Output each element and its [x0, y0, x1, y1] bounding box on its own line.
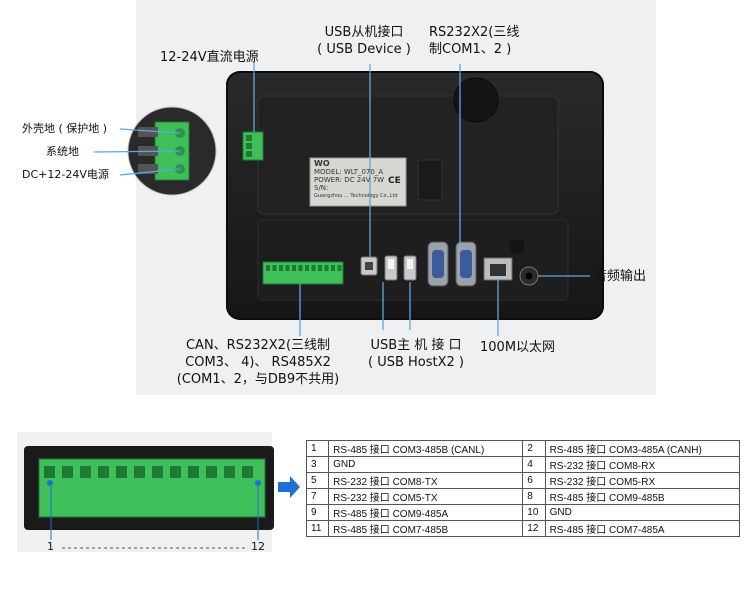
- pin-number: 4: [522, 456, 546, 473]
- pin-description: RS-232 接口 COM5-TX: [328, 488, 524, 505]
- sticker: [309, 157, 407, 207]
- usb-device-label: USB从机接口 ( USB Device ): [304, 24, 424, 58]
- sticker-text: WO MODEL: WLT_070_A POWER: DC 24V 7W S/N…: [314, 160, 398, 200]
- pin-number: 3: [305, 456, 330, 473]
- audio-out-label: 音频输出: [594, 269, 647, 284]
- sticker-brand: WO: [314, 159, 330, 168]
- pin-number: 6: [522, 472, 546, 489]
- pin-description: RS-485 接口 COM9-485A: [328, 504, 524, 521]
- usb-host-label-line2: ( USB HostX2 ): [367, 355, 464, 370]
- pin-number: 10: [522, 504, 546, 521]
- pin-number: 12: [522, 520, 546, 537]
- slot: [510, 240, 524, 254]
- pin-description: RS-485 接口 COM9-485B: [544, 488, 741, 505]
- usb-device-label-line2: ( USB Device ): [317, 42, 411, 57]
- pin-number: 8: [522, 488, 546, 505]
- pin-number: 7: [305, 488, 330, 505]
- pin-number: 5: [305, 472, 330, 489]
- pin-first-label: 1: [47, 540, 54, 553]
- pin-description: GND: [544, 504, 741, 521]
- can-label-line3: (COM1、2，与DB9不共用): [176, 372, 340, 387]
- pin-number: 11: [305, 520, 330, 537]
- pin-last-label: 12: [251, 540, 265, 553]
- slot: [417, 159, 443, 201]
- pin-description: RS-232 接口 COM5-RX: [544, 472, 741, 489]
- usb-device-label-line1: USB从机接口: [324, 25, 404, 40]
- pin-number: 9: [305, 504, 330, 521]
- shell-ground-label: 外壳地 ( 保护地 ): [22, 122, 108, 135]
- pin-description: RS-485 接口 COM7-485B: [328, 520, 524, 537]
- system-ground-label: 系统地: [46, 145, 79, 158]
- pin-description: RS-485 接口 COM3-485B (CANL): [328, 440, 524, 457]
- sticker-line: S/N:: [314, 184, 329, 192]
- recess-panel: [257, 95, 559, 215]
- rs232-top-label: RS232X2(三线 制COM1、2 ): [429, 24, 519, 58]
- arrow-icon: [278, 476, 300, 498]
- ethernet-label: 100M以太网: [480, 340, 556, 355]
- pin-description: RS-232 接口 COM8-RX: [544, 456, 741, 473]
- dc-power-label: DC+12-24V电源: [22, 168, 109, 181]
- sticker-line: MODEL: WLT_070_A: [314, 168, 384, 176]
- rs232-top-label-line2: 制COM1、2 ): [429, 42, 512, 57]
- pin-description: GND: [328, 456, 524, 473]
- sticker-line: POWER: DC 24V 7W: [314, 176, 385, 184]
- can-label-line1: CAN、RS232X2(三线制: [185, 338, 331, 353]
- usb-host-label-line1: USB主 机 接 口: [370, 338, 462, 353]
- power-label: 12-24V直流电源: [160, 50, 259, 65]
- sticker-line: Guangzhou ... Technology Co.,Ltd: [314, 193, 398, 199]
- pin-number: 1: [305, 440, 330, 457]
- ce-mark: CE: [388, 176, 401, 186]
- usb-host-label: USB主 机 接 口 ( USB HostX2 ): [356, 337, 476, 371]
- rs232-top-label-line1: RS232X2(三线: [429, 25, 520, 40]
- pin-description: RS-232 接口 COM8-TX: [328, 472, 524, 489]
- pin-description: RS-485 接口 COM7-485A: [544, 520, 741, 537]
- pin-number: 2: [522, 440, 546, 457]
- pin-description: RS-485 接口 COM3-485A (CANH): [544, 440, 741, 457]
- can-rs232-label: CAN、RS232X2(三线制 COM3、 4)、 RS485X2 (COM1、…: [160, 337, 356, 388]
- buzzer: [453, 77, 499, 123]
- can-label-line2: COM3、 4)、 RS485X2: [185, 355, 331, 370]
